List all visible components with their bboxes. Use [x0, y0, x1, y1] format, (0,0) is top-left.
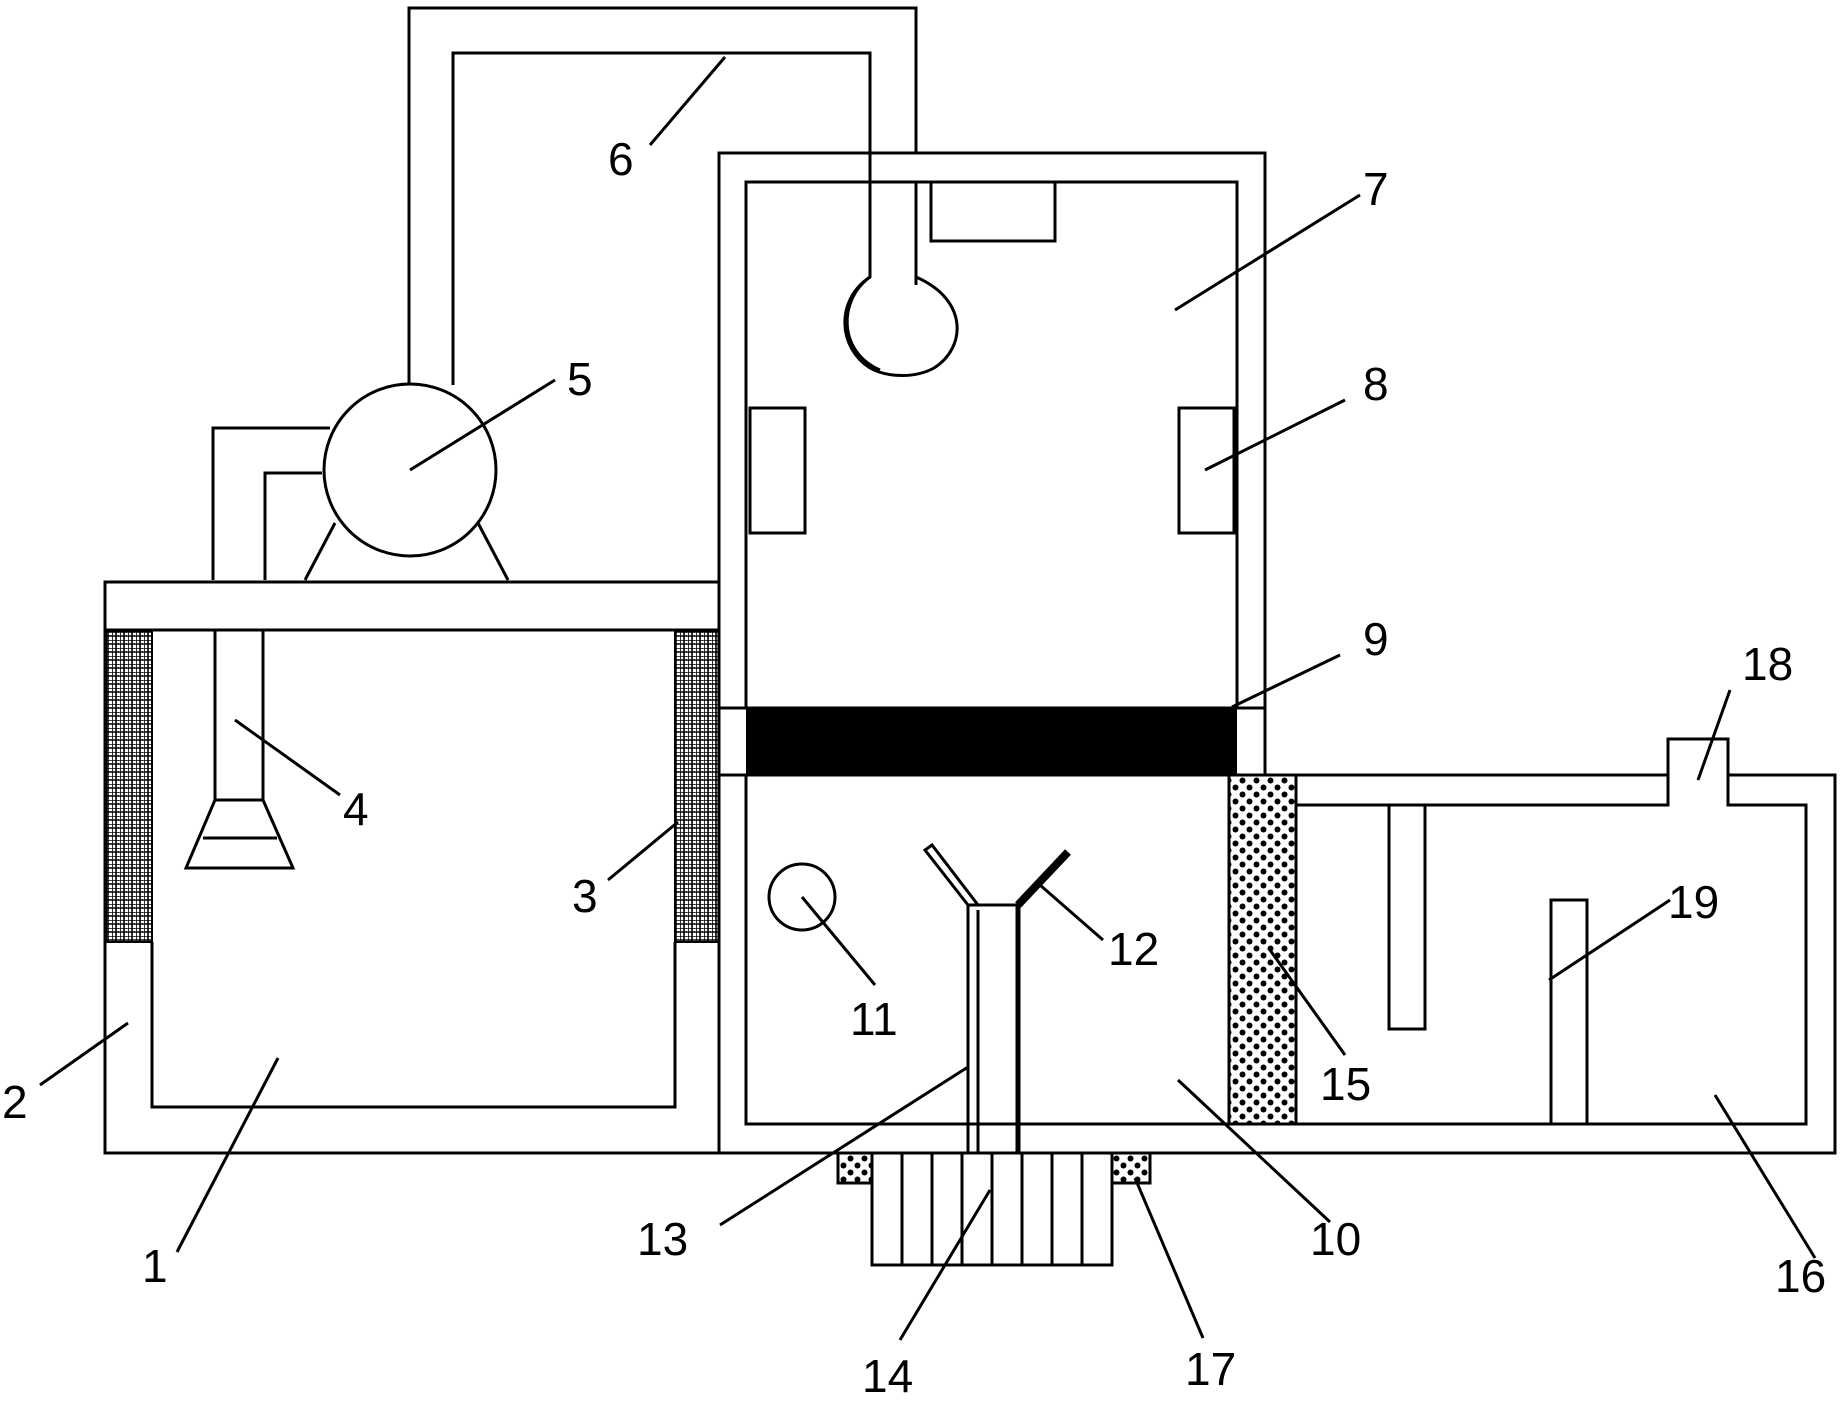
packing-15	[1227, 773, 1298, 1126]
label-11: 11	[850, 993, 898, 1045]
label-5: 5	[567, 353, 593, 405]
label-14: 14	[862, 1350, 913, 1401]
label-16: 16	[1775, 1250, 1826, 1302]
lower-chamber-10	[717, 775, 1229, 1153]
label-8: 8	[1363, 358, 1389, 410]
support-17-left	[836, 1151, 874, 1185]
label-17: 17	[1185, 1343, 1236, 1395]
blower-5	[211, 382, 510, 581]
label-15: 15	[1320, 1058, 1371, 1110]
number-labels: 1 2 3 4 5 6 7 8 9 10 11 12 13 14 15 16 1…	[2, 133, 1826, 1401]
fin-block-14	[870, 1151, 1114, 1267]
label-1: 1	[142, 1240, 168, 1292]
label-3: 3	[572, 870, 598, 922]
support-17-right	[1110, 1151, 1152, 1185]
label-10: 10	[1310, 1213, 1361, 1265]
right-chamber-16	[719, 737, 1837, 1155]
upper-chamber-7	[717, 151, 1267, 775]
label-2: 2	[2, 1076, 28, 1128]
pipe-6	[407, 6, 918, 385]
label-13: 13	[637, 1213, 688, 1265]
leader-lines	[39, 56, 1817, 1341]
filter-band-9	[717, 706, 1267, 777]
label-19: 19	[1668, 876, 1719, 928]
label-12: 12	[1108, 923, 1159, 975]
left-chamber	[103, 580, 721, 1155]
label-4: 4	[343, 783, 369, 835]
label-18: 18	[1742, 638, 1793, 690]
label-6: 6	[608, 133, 634, 185]
label-7: 7	[1363, 163, 1389, 215]
label-9: 9	[1363, 613, 1389, 665]
